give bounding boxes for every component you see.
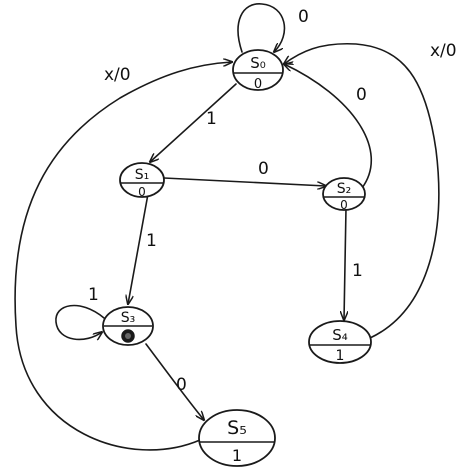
edge-s2-s0 (284, 64, 373, 189)
label-s1-s2: 0 (258, 159, 269, 179)
state-s3: S₃ (102, 306, 154, 346)
state-s0: S₀ 0 (232, 49, 284, 92)
edge-s0-s1 (150, 83, 237, 162)
label-s2-s4: 1 (352, 261, 363, 281)
state-s5-name: S₅ (227, 417, 247, 439)
edge-s3-s3 (55, 304, 105, 340)
state-s2-name: S₂ (337, 181, 352, 197)
state-s1: S₁ 0 (119, 162, 165, 199)
label-s1-s3: 1 (146, 231, 157, 251)
label-s2-s0: 0 (356, 85, 367, 105)
state-s2-output: 0 (340, 198, 348, 212)
edge-s1-s2 (163, 177, 326, 186)
state-s4-output: 1 (336, 348, 345, 364)
state-s3-name: S₃ (121, 310, 136, 326)
edge-s3-s5 (145, 343, 204, 420)
edge-s5-s0 (14, 62, 232, 451)
state-s5: S₅ 1 (198, 409, 276, 467)
state-s4-name: S₄ (332, 326, 348, 344)
label-s3-s5: 0 (176, 375, 187, 395)
state-s1-name: S₁ (135, 167, 150, 183)
label-s4-s0: x/0 (430, 41, 457, 61)
state-s1-output: 0 (138, 185, 146, 199)
state-s0-name: S₀ (250, 54, 266, 72)
state-s2: S₂ 0 (322, 177, 366, 212)
edge-s2-s4 (344, 207, 346, 320)
edge-s0-s0 (237, 3, 286, 52)
label-s5-s0: x/0 (104, 65, 131, 85)
label-s0-s1: 1 (206, 109, 217, 129)
edge-s1-s3 (128, 193, 149, 304)
label-s0-s0: 0 (298, 7, 309, 27)
state-s0-output: 0 (254, 77, 262, 92)
state-s4: S₄ 1 (308, 320, 372, 364)
state-s5-output: 1 (232, 446, 242, 465)
edge-s4-s0 (284, 42, 440, 339)
label-s3-s3: 1 (88, 285, 99, 305)
